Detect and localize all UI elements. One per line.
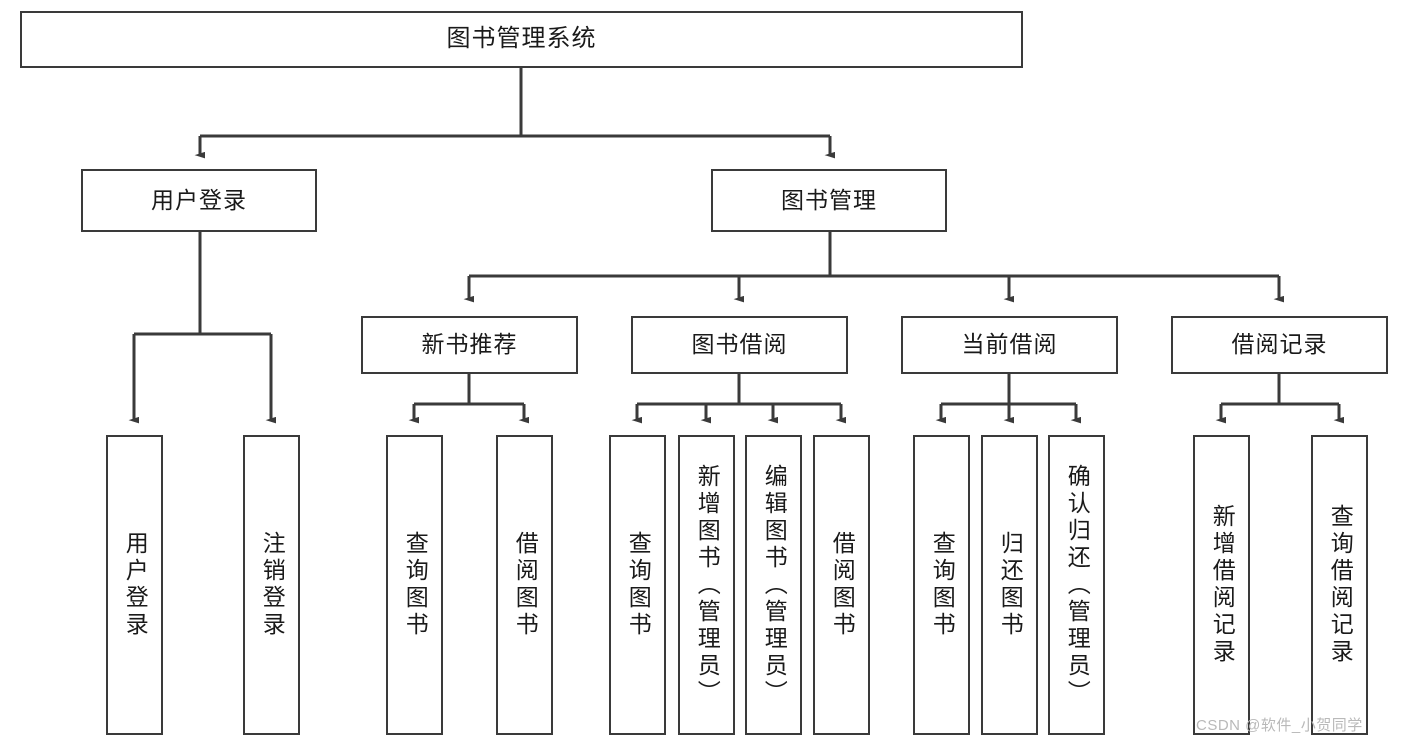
node-label: 当前借阅 [961,331,1058,358]
node-label: 新书推荐 [421,331,518,358]
node-root-system[interactable]: 图书管理系统 [20,11,1023,68]
node-label: 借阅图书 [829,531,856,639]
csdn-watermark: CSDN @软件_小贺同学 [1196,717,1363,734]
node-label: 用户登录 [151,186,247,213]
node-label: 借阅图书 [512,531,539,639]
leaf-add-book[interactable]: 新增图书（管理员） [678,435,735,735]
node-label: 查询图书 [402,531,429,639]
node-label: 图书管理 [781,186,877,213]
node-label: 新增图书（管理员） [694,463,721,707]
node-label: 确认归还（管理员） [1064,463,1091,707]
node-new-book-recommend[interactable]: 新书推荐 [361,316,578,374]
node-label: 查询图书 [929,531,956,639]
node-label: 图书管理系统 [446,25,597,53]
leaf-return-book[interactable]: 归还图书 [981,435,1038,735]
leaf-query-book-3[interactable]: 查询图书 [913,435,970,735]
leaf-query-book-2[interactable]: 查询图书 [609,435,666,735]
node-borrow-record[interactable]: 借阅记录 [1171,316,1388,374]
node-label: 归还图书 [997,531,1024,639]
node-label: 查询图书 [625,531,652,639]
leaf-borrow-book-1[interactable]: 借阅图书 [496,435,553,735]
leaf-confirm-return[interactable]: 确认归还（管理员） [1048,435,1105,735]
leaf-borrow-book-2[interactable]: 借阅图书 [813,435,870,735]
node-label: 用户登录 [122,531,149,639]
node-book-borrow[interactable]: 图书借阅 [631,316,848,374]
node-label: 图书借阅 [691,331,788,358]
node-label: 借阅记录 [1231,331,1328,358]
node-label: 新增借阅记录 [1209,504,1236,666]
node-current-borrow[interactable]: 当前借阅 [901,316,1118,374]
leaf-logout[interactable]: 注销登录 [243,435,300,735]
leaf-user-login[interactable]: 用户登录 [106,435,163,735]
node-label: 编辑图书（管理员） [761,463,788,707]
node-label: 注销登录 [259,531,286,639]
node-book-manage[interactable]: 图书管理 [711,169,947,232]
leaf-query-book-1[interactable]: 查询图书 [386,435,443,735]
node-user-login[interactable]: 用户登录 [81,169,317,232]
leaf-edit-book[interactable]: 编辑图书（管理员） [745,435,802,735]
leaf-query-record[interactable]: 查询借阅记录 [1311,435,1368,735]
node-label: 查询借阅记录 [1327,504,1354,666]
leaf-add-record[interactable]: 新增借阅记录 [1193,435,1250,735]
